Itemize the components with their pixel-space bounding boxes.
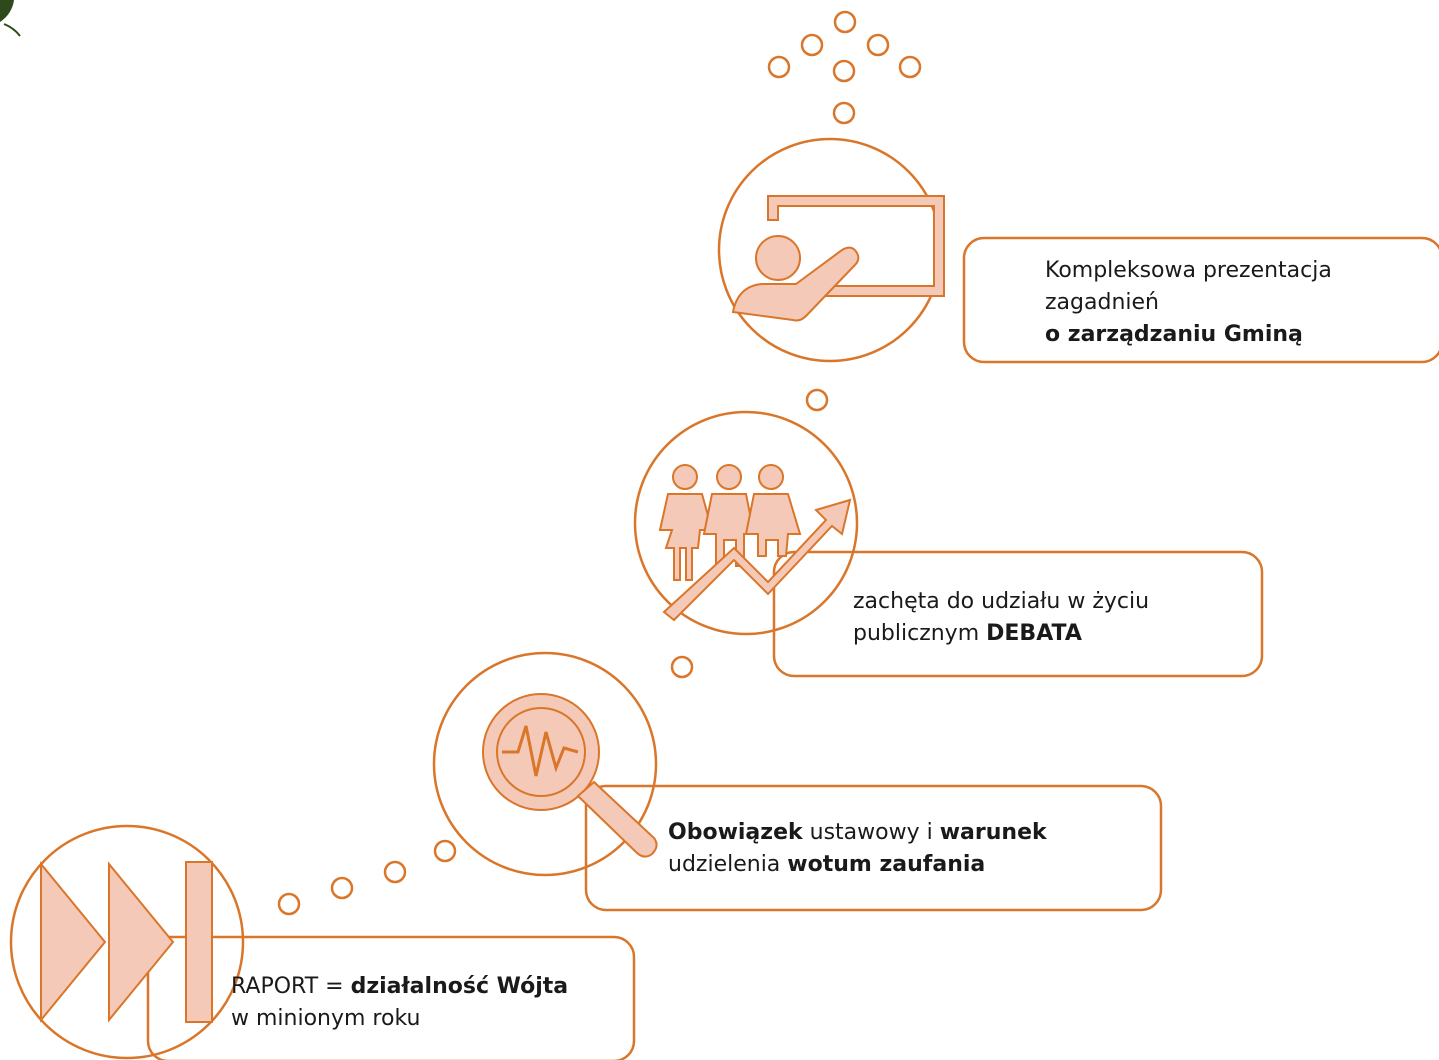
step-1-text: RAPORT = działalność Wójta w minionym rok… <box>231 971 568 1035</box>
people-growth-icon <box>633 410 859 636</box>
bold-text: warunek <box>939 820 1047 845</box>
dot <box>800 33 824 57</box>
text-box-3 <box>772 550 1264 678</box>
dot <box>670 655 694 679</box>
step-3-text: zachęta do udziału w życiu publicznym DEB… <box>853 586 1149 650</box>
dot <box>805 388 829 412</box>
text: publicznym <box>853 621 987 646</box>
presentation-icon <box>717 137 945 363</box>
dot <box>833 10 857 34</box>
dot <box>832 59 856 83</box>
text: ustawowy i <box>802 820 940 845</box>
text-box-1 <box>146 935 636 1060</box>
text: RAPORT = <box>231 974 351 999</box>
text-box-4 <box>962 236 1439 364</box>
text-boxes <box>146 236 1439 1060</box>
bold-text: wotum zaufania <box>787 852 986 877</box>
dot <box>832 101 856 125</box>
dot <box>383 860 407 884</box>
connector-dots <box>277 10 922 916</box>
bold-text: DEBATA <box>986 621 1082 646</box>
dot <box>898 55 922 79</box>
bold-text: o zarządzaniu Gminą <box>1045 322 1303 347</box>
bold-text: Obowiązek <box>668 820 803 845</box>
dot <box>277 892 301 916</box>
dot <box>767 55 791 79</box>
step-4-text: Kompleksowa prezentacja zagadnień o zarząd… <box>1045 255 1332 351</box>
text: udzielenia <box>668 852 788 877</box>
logo <box>0 0 21 37</box>
text-box-2 <box>584 784 1163 912</box>
magnifier-pulse-icon <box>432 651 658 877</box>
dot <box>330 876 354 900</box>
step-2-text: Obowiązek ustawowy i warunek udzielenia w… <box>668 817 1047 881</box>
text: Kompleksowa prezentacja <box>1045 258 1332 283</box>
bold-text: działalność Wójta <box>350 974 569 999</box>
text: w minionym roku <box>231 1006 421 1031</box>
text: zagadnień <box>1045 290 1159 315</box>
text: zachęta do udziału w życiu <box>853 589 1150 614</box>
dot <box>433 839 457 863</box>
fast-forward-end-icon <box>9 824 245 1060</box>
dot <box>866 33 890 57</box>
